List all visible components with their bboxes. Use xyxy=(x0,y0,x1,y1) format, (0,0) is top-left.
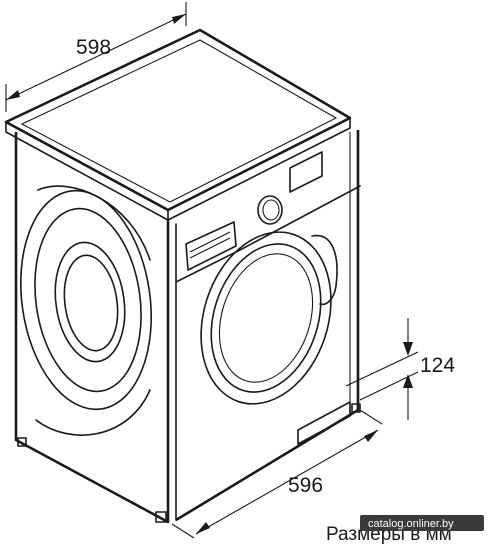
detergent-drawer xyxy=(185,221,237,271)
depth-extension-left xyxy=(171,523,195,539)
projection-arrow-top xyxy=(403,342,413,356)
projection-extension-upper xyxy=(345,351,419,387)
depth-extension-right xyxy=(359,409,383,425)
watermark-background xyxy=(360,515,484,531)
width-arrow-left xyxy=(6,90,20,100)
depth-dimension: 596 xyxy=(171,409,383,539)
display-panel xyxy=(289,151,323,193)
machine-feet xyxy=(17,403,361,523)
depth-dimension-line xyxy=(195,429,379,535)
machine-top-panel-inner xyxy=(20,39,338,203)
width-dimension-line xyxy=(5,13,187,101)
door-projection-dimension: 124 xyxy=(345,318,455,420)
side-drum-rings xyxy=(20,185,152,436)
door xyxy=(200,231,338,405)
service-hatch xyxy=(297,401,351,445)
door-handle xyxy=(311,234,338,306)
depth-arrow-left xyxy=(196,522,210,534)
control-panel-bottom-edge xyxy=(175,185,361,283)
machine-side-panel xyxy=(14,132,170,524)
projection-arrow-bottom xyxy=(403,374,413,388)
width-value: 598 xyxy=(76,36,111,59)
program-knob xyxy=(257,195,283,225)
width-dimension: 598 xyxy=(5,2,187,112)
machine-front-panel xyxy=(175,130,360,522)
depth-arrow-right xyxy=(364,430,378,442)
watermark: catalog.onliner.by xyxy=(360,515,484,531)
machine-top-panel xyxy=(4,28,352,212)
width-arrow-right xyxy=(172,14,186,24)
depth-value: 596 xyxy=(288,474,323,497)
watermark-text: catalog.onliner.by xyxy=(368,518,454,530)
projection-value: 124 xyxy=(420,354,455,377)
washing-machine xyxy=(4,28,361,524)
